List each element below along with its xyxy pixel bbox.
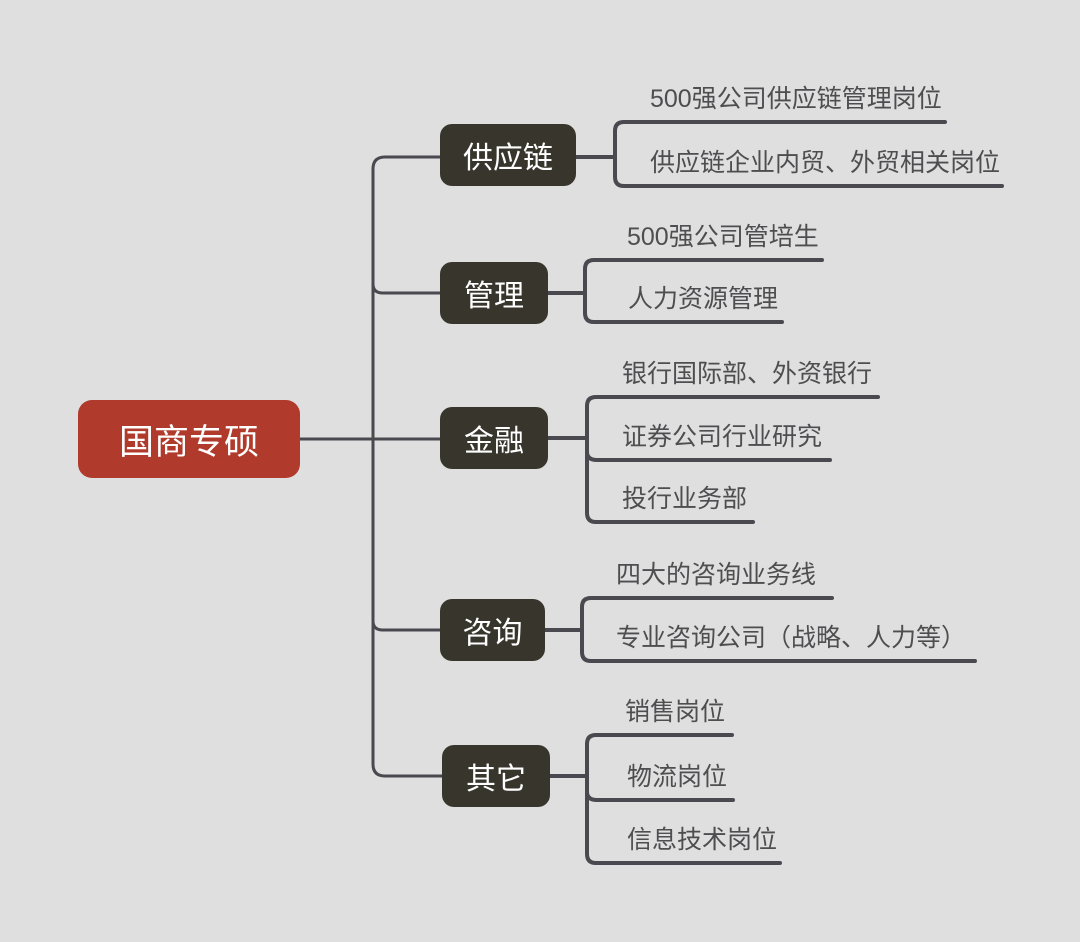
root-node[interactable]: 国商专硕: [78, 400, 300, 478]
branch-label: 咨询: [462, 617, 523, 650]
leaf-node[interactable]: 销售岗位: [625, 698, 726, 726]
leaf-node[interactable]: 500强公司管培生: [627, 223, 819, 251]
leaf-node[interactable]: 500强公司供应链管理岗位: [650, 85, 942, 113]
leaf-node[interactable]: 银行国际部、外资银行: [622, 360, 873, 388]
trunk-lines: [298, 155, 445, 778]
leaf-node[interactable]: 投行业务部: [622, 485, 748, 513]
leaf-lines: [543, 120, 1004, 865]
branch-node-consulting[interactable]: 咨询: [440, 599, 545, 661]
branch-node-supply-chain[interactable]: 供应链: [440, 124, 576, 186]
leaf-node[interactable]: 供应链企业内贸、外贸相关岗位: [650, 149, 1001, 177]
branch-label: 金融: [464, 425, 524, 458]
branch-label: 其它: [466, 763, 526, 796]
branch-node-finance[interactable]: 金融: [440, 407, 548, 469]
root-node-label: 国商专硕: [118, 422, 259, 462]
leaf-node[interactable]: 证券公司行业研究: [622, 423, 823, 451]
branch-label: 供应链: [463, 142, 553, 175]
leaf-node[interactable]: 专业咨询公司（战略、人力等）: [616, 624, 967, 652]
branch-node-management[interactable]: 管理: [440, 262, 548, 324]
leaf-node[interactable]: 四大的咨询业务线: [616, 561, 817, 589]
leaf-node[interactable]: 人力资源管理: [628, 285, 779, 313]
branch-node-other[interactable]: 其它: [442, 745, 550, 807]
branch-label: 管理: [464, 280, 524, 313]
leaf-node[interactable]: 信息技术岗位: [627, 826, 778, 854]
leaf-node[interactable]: 物流岗位: [627, 763, 728, 791]
